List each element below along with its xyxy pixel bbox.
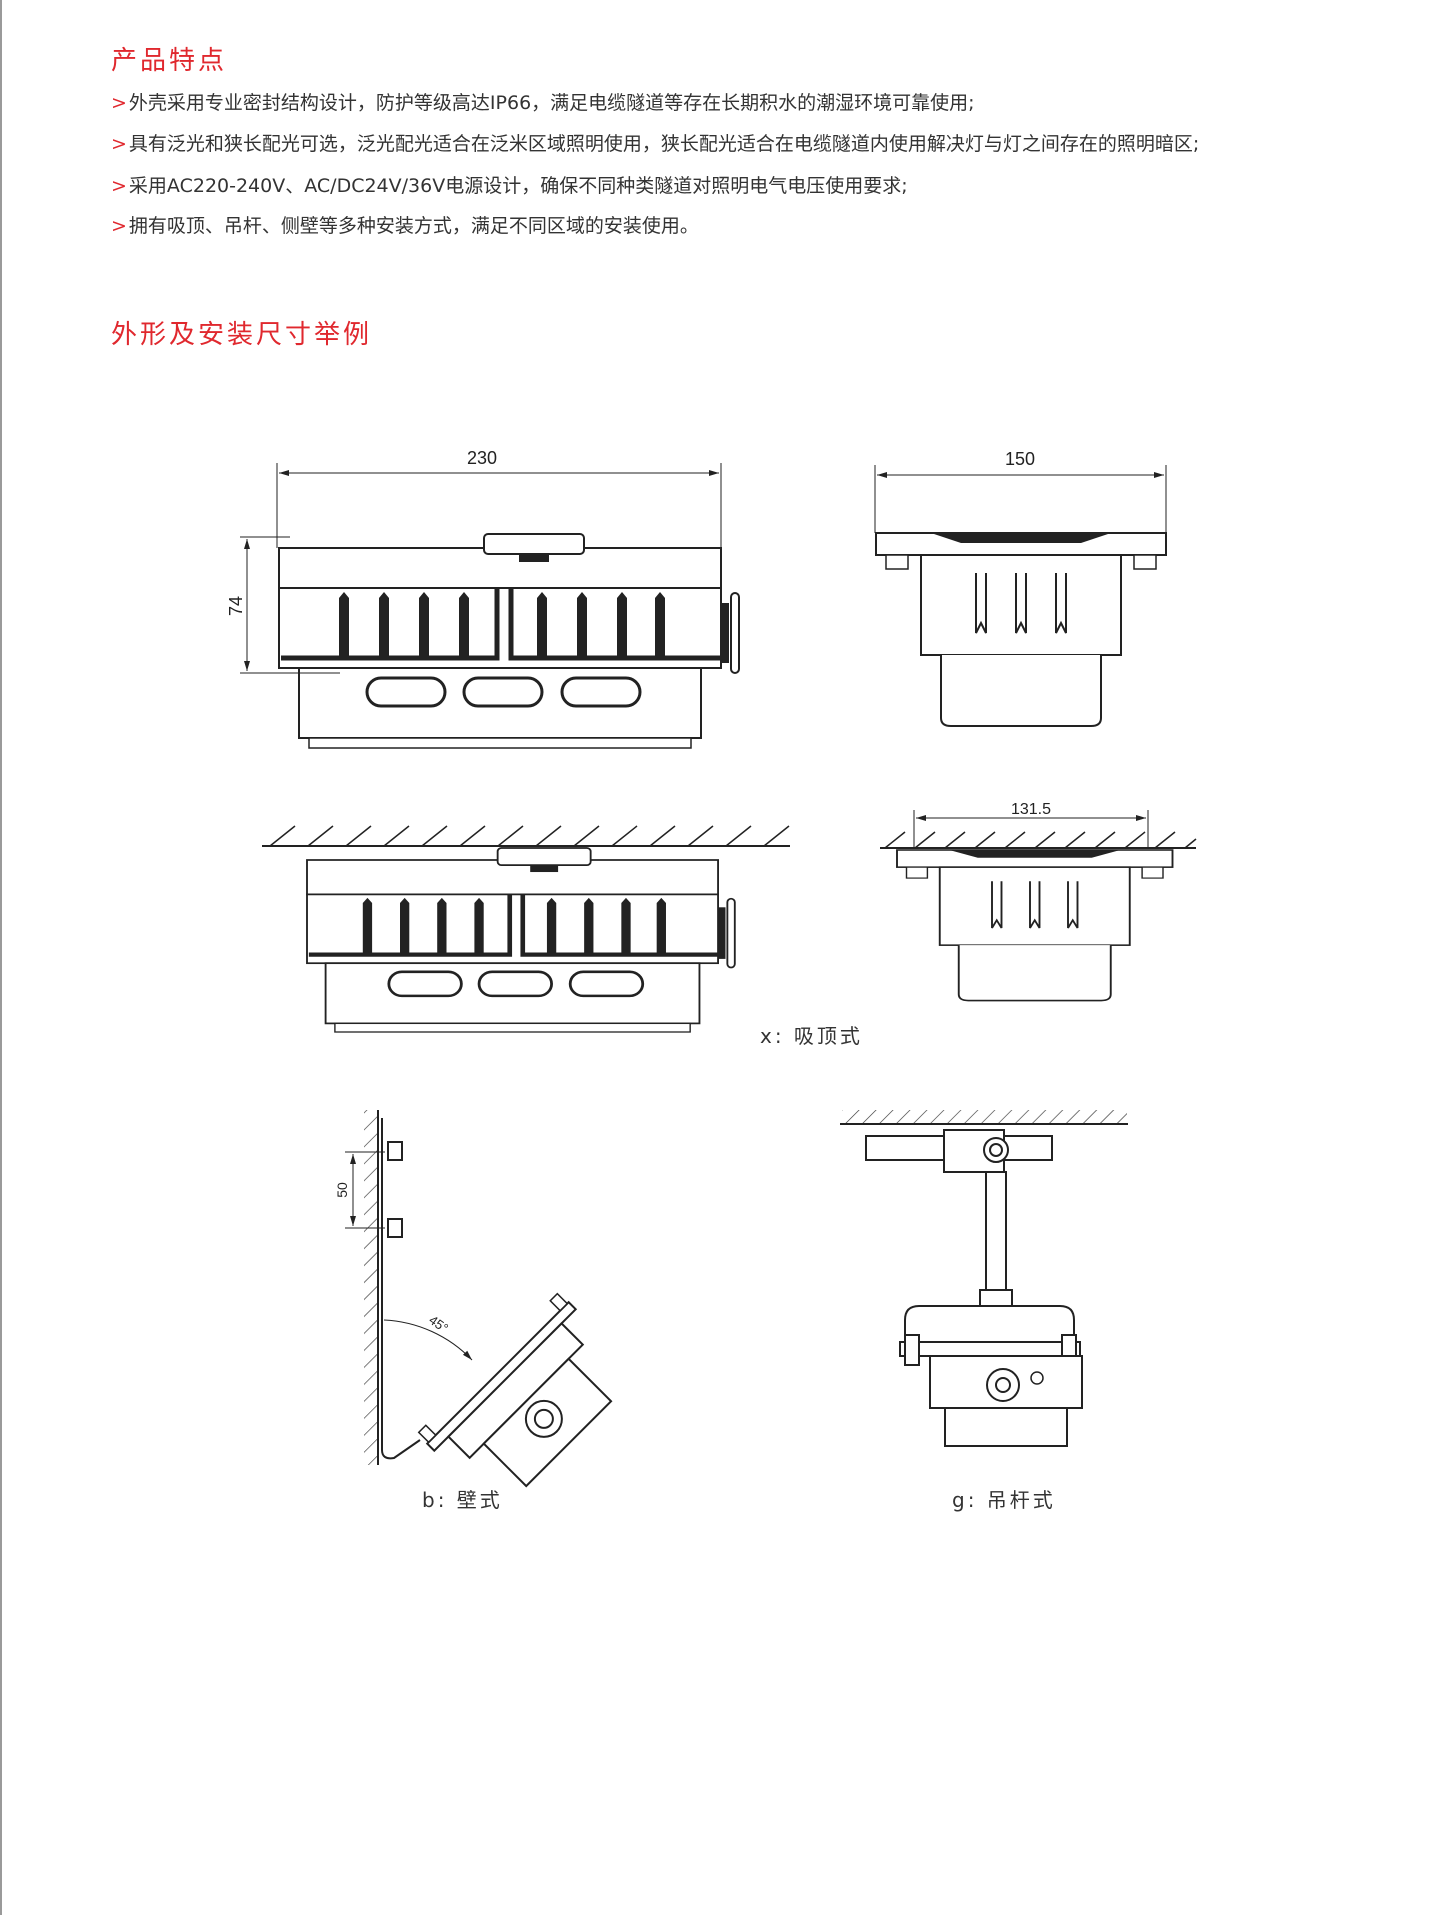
feature-text: 拥有吸顶、吊杆、侧壁等多种安装方式，满足不同区域的安装使用。 xyxy=(128,215,699,237)
caption-ceiling-mount: x: 吸顶式 xyxy=(760,1024,863,1048)
bullet-marker: > xyxy=(111,92,127,114)
dim-ceiling-width-label: 131.5 xyxy=(1011,801,1051,818)
feature-text: 具有泛光和狭长配光可选，泛光配光适合在泛米区域照明使用，狭长配光适合在电缆隧道内… xyxy=(128,133,1200,155)
feature-text: 外壳采用专业密封结构设计，防护等级高达IP66，满足电缆隧道等存在长期积水的潮湿… xyxy=(128,92,975,114)
bullet-marker: > xyxy=(111,133,127,155)
wall-mount-drawing: 50 45° xyxy=(334,1110,613,1488)
feature-item: >外壳采用专业密封结构设计，防护等级高达IP66，满足电缆隧道等存在长期积水的潮… xyxy=(111,88,975,115)
ceiling-front-drawing: 131.5 xyxy=(880,801,1197,1002)
feature-text: 采用AC220-240V、AC/DC24V/36V电源设计，确保不同种类隧道对照… xyxy=(128,175,908,197)
features-title: 产品特点 xyxy=(111,46,228,76)
side-view-drawing: 230 74 xyxy=(226,448,739,748)
ceiling-side-drawing xyxy=(262,825,790,1032)
bullet-marker: > xyxy=(111,175,127,197)
dim-wall-spacing-label: 50 xyxy=(334,1182,350,1198)
caption-wall-mount: b: 壁式 xyxy=(422,1488,503,1512)
feature-item: >具有泛光和狭长配光可选，泛光配光适合在泛米区域照明使用，狭长配光适合在电缆隧道… xyxy=(111,129,1199,156)
dim-width-label: 150 xyxy=(1005,449,1035,469)
page-border xyxy=(0,0,2,1915)
caption-pendant-mount: g: 吊杆式 xyxy=(952,1488,1056,1512)
feature-item: >拥有吸顶、吊杆、侧壁等多种安装方式，满足不同区域的安装使用。 xyxy=(111,211,699,238)
pendant-mount-drawing xyxy=(840,1110,1128,1447)
dim-length-label: 230 xyxy=(467,448,497,468)
dim-angle-label: 45° xyxy=(426,1312,451,1336)
dim-height-label: 74 xyxy=(226,596,246,616)
feature-item: >采用AC220-240V、AC/DC24V/36V电源设计，确保不同种类隧道对… xyxy=(111,171,908,198)
front-view-drawing: 150 xyxy=(874,449,1167,727)
bullet-marker: > xyxy=(111,215,127,237)
dimensions-title: 外形及安装尺寸举例 xyxy=(111,320,373,350)
